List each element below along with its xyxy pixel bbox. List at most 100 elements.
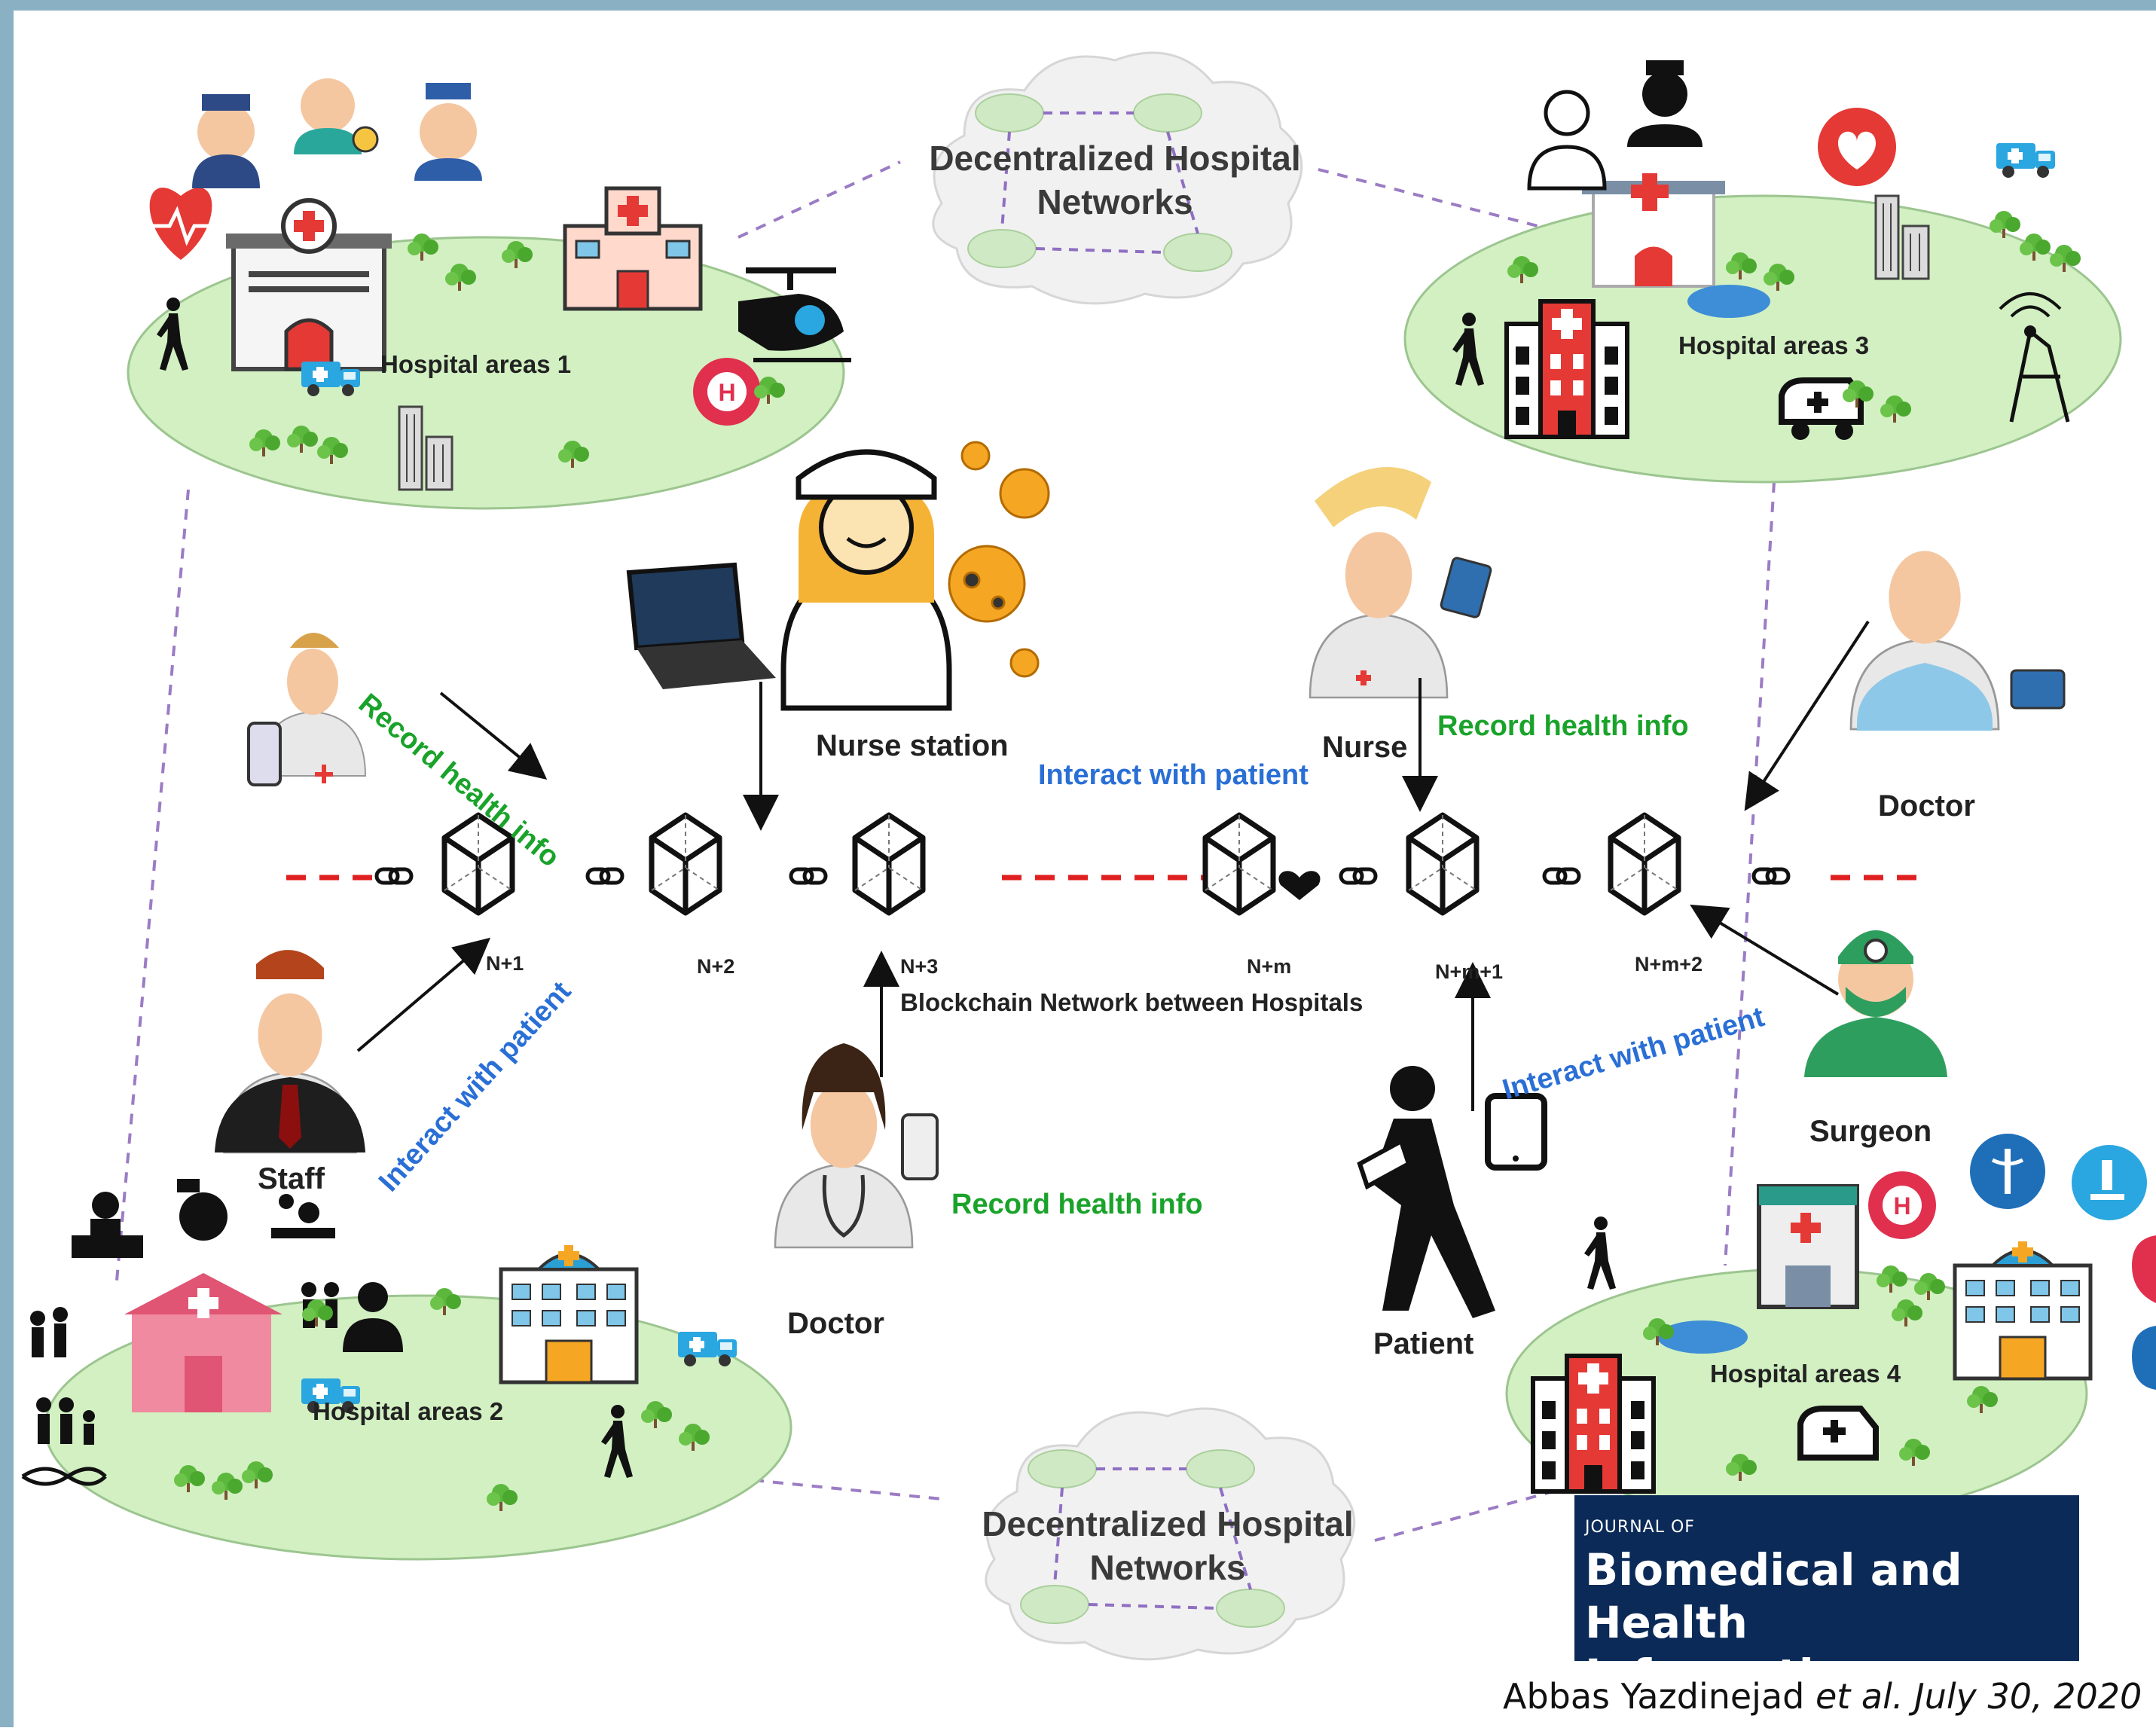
block-cube-icon [1205,815,1273,913]
cloud-top-label: Decentralized Hospital Networks [900,137,1330,224]
credit-date: July 30, 2020 [1903,1676,2142,1717]
block-cube-icon [652,815,719,913]
doctor-right-illustration [1849,550,2066,731]
bed-patient-icon [271,1194,335,1238]
area-4-icons: H [1533,1134,2156,1491]
cloud-bottom-label: Decentralized Hospital Networks [953,1503,1382,1589]
cloud-top-label-line2: Networks [1037,182,1193,221]
doctor-left-illustration [247,633,366,786]
hospital-area-2-label: Hospital areas 2 [313,1397,504,1425]
frame-top [0,0,2156,11]
hospital-h-badge-icon: H [693,358,761,426]
block-label-n2: N+2 [697,955,735,978]
small-hospital-icon [1757,1184,1859,1309]
laptop-icon [626,562,776,689]
hospital-building-icon [565,188,701,309]
cloud-top-label-line1: Decentralized Hospital [929,139,1301,178]
chain-link-icon [1341,869,1376,883]
svg-text:H: H [718,379,735,406]
block-label-n3: N+3 [900,955,939,978]
microscope-badge-icon [2072,1145,2147,1220]
staff-illustration [215,950,365,1154]
block-label-nm2: N+m+2 [1635,953,1703,975]
journal-title-line2: Informatics [1585,1650,1866,1701]
doctor-bottom-illustration [774,1043,939,1249]
doctor-icon [1627,60,1703,147]
block-label-nm1: N+m+1 [1435,960,1504,983]
record-health-info-bottom: Record health info [951,1189,1203,1220]
small-hospital-icon [1582,173,1725,288]
heart-badge-icon [2132,1235,2156,1303]
hospital-area-3-label: Hospital areas 3 [1678,331,1870,359]
hospital-building-icon [226,200,392,369]
cloud-bottom-label-line2: Networks [1089,1547,1246,1587]
heart-monitor-icon [1818,108,1896,186]
doctor-icon [343,1282,403,1352]
hospital-area-4-label: Hospital areas 4 [1710,1360,1901,1388]
doctor-right-label: Doctor [1878,789,1975,823]
blockchain-chain [286,815,1928,913]
hospital-building-icon [1955,1241,2090,1378]
area-1-icons: H [149,78,851,491]
credit-etal: et al. [1804,1676,1904,1717]
family-icon [30,1307,95,1445]
chain-link-icon [588,869,622,883]
tablet-icon [1440,557,1492,618]
doctor-bottom-label: Doctor [787,1307,884,1340]
patient-label: Patient [1373,1327,1474,1360]
hospital-area-1-label: Hospital areas 1 [380,350,572,378]
svg-text:H: H [1893,1192,1910,1220]
pond-icon [1657,1320,1748,1354]
nurse-station-illustration [626,441,1050,711]
hospital-building-icon [1533,1356,1654,1491]
heart-monitor-icon [149,188,215,260]
surgeon-illustration [1804,930,1947,1077]
heart-icon [1278,871,1321,900]
caduceus-badge-icon [1970,1134,2045,1209]
tablet-icon [2010,669,2066,710]
chain-link-icon [1544,869,1579,883]
area-3-icons [1452,60,2081,440]
pond-icon [1687,285,1770,318]
doctor-icon [1527,90,1607,191]
ambulance-outline-icon [1797,1406,1879,1461]
network-links [115,160,1776,1542]
walking-person-icon [1584,1217,1616,1290]
nurse-icon [414,83,482,181]
nurse-right-illustration [1309,467,1492,699]
credit-author: Abbas Yazdinejad [1503,1676,1805,1717]
reception-staff-icon [72,1192,143,1258]
staff-label: Staff [258,1162,325,1195]
hospital-h-badge-icon: H [1868,1171,1936,1239]
journal-logo: JOURNAL OF Biomedical and Health Informa… [1574,1495,2079,1701]
record-health-info-right: Record health info [1437,710,1689,742]
area-2-icons [21,1179,737,1511]
chain-label: Blockchain Network between Hospitals [900,988,1364,1016]
phone-icon [901,1113,939,1180]
tablet-icon [1485,1093,1547,1171]
journal-title-line1: Biomedical and Health [1585,1544,1962,1648]
virus-icon [948,441,1050,678]
interact-with-patient-center: Interact with patient [1038,759,1309,791]
nurse-icon [780,449,952,711]
chain-link-icon [791,869,826,883]
hospital-building-icon [124,1273,282,1412]
frame-left [0,0,14,1727]
block-cube-icon [1409,815,1477,913]
block-cube-icon [1611,815,1678,913]
helicopter-icon [738,267,851,362]
patient-illustration [1357,1066,1547,1318]
journal-label-small: JOURNAL OF [1585,1518,1695,1537]
elderly-patient-icon [294,78,379,154]
ambulance-icon [1996,143,2055,178]
block-label-n1: N+1 [486,952,524,975]
chain-link-icon [377,869,411,883]
block-label-nm: N+m [1247,955,1292,978]
phone-icon [247,722,282,786]
hospital-building-icon [1507,301,1627,437]
dna-icon [21,1467,107,1486]
hospital-building-icon [501,1245,637,1382]
cell-tower-icon [1999,292,2070,423]
